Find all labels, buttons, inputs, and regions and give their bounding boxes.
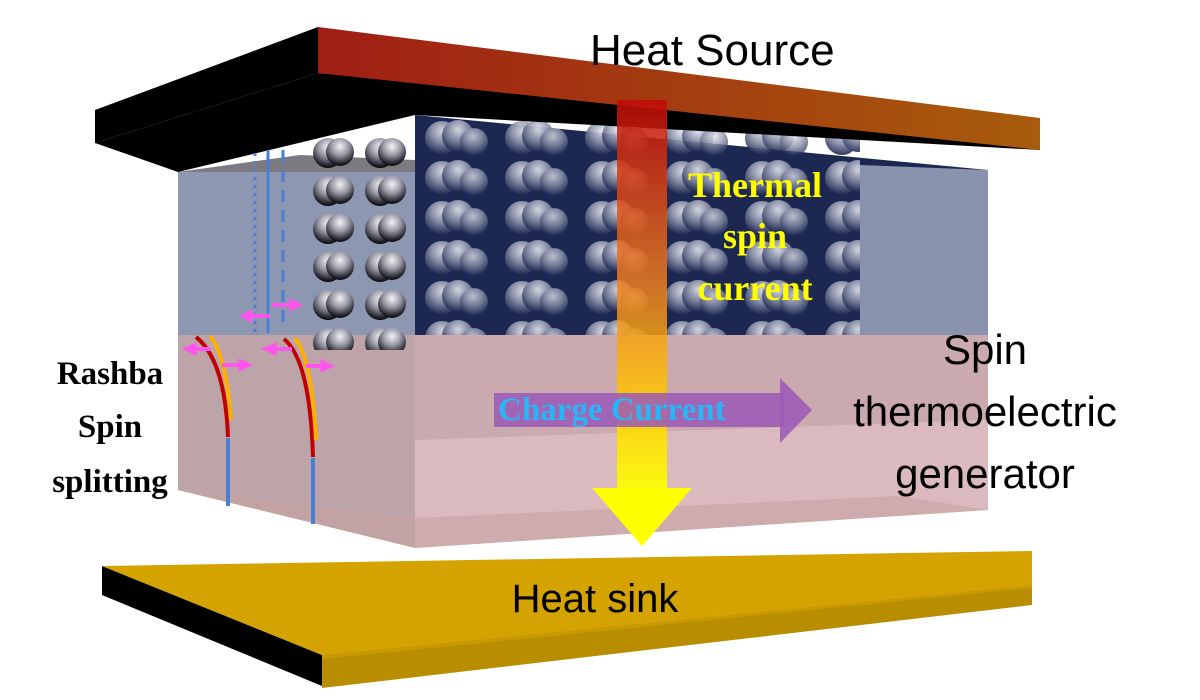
heat-source-label: Heat Source bbox=[590, 26, 835, 75]
spin-split-arrows bbox=[181, 298, 336, 373]
rashba-label-line2: Spin bbox=[78, 409, 142, 445]
generator-label-line3: generator bbox=[895, 450, 1075, 497]
thermal-label-line2: spin bbox=[723, 216, 787, 256]
upper-layer-block bbox=[178, 115, 988, 335]
rashba-label-line3: splitting bbox=[52, 464, 168, 500]
generator-label-line2: thermoelectric bbox=[853, 388, 1117, 435]
rashba-label-line1: Rashba bbox=[57, 356, 163, 392]
heat-sink-plate bbox=[102, 551, 1032, 688]
heat-sink-label: Heat sink bbox=[512, 577, 680, 621]
thermal-label-line3: current bbox=[697, 268, 812, 308]
thermal-label-line1: Thermal bbox=[688, 165, 822, 205]
charge-current-arrow bbox=[494, 378, 812, 443]
charge-current-label: Charge Current bbox=[498, 392, 726, 428]
molecule-columns-icon bbox=[308, 138, 416, 350]
generator-label-line1: Spin bbox=[943, 326, 1027, 373]
heat-source-plate bbox=[95, 27, 1040, 172]
